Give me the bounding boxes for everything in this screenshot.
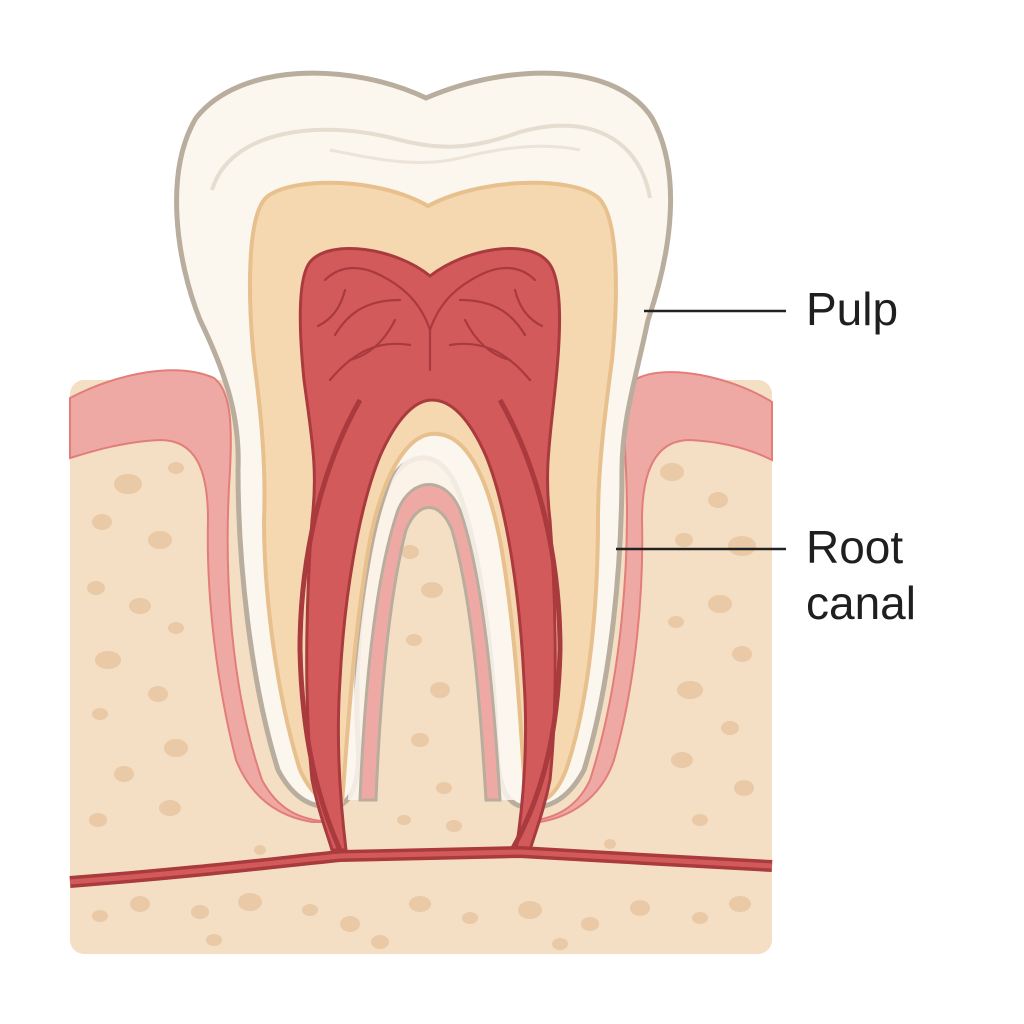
bone-pore — [411, 733, 429, 747]
bone-pore — [254, 845, 266, 855]
root-canal-left — [297, 398, 363, 852]
tooth — [174, 70, 674, 852]
bone-pore — [728, 536, 756, 556]
bone-pore — [436, 782, 452, 794]
root-canal-right — [497, 398, 563, 852]
bone-pore — [421, 582, 443, 598]
bone-pore — [168, 462, 184, 474]
root-fork-gum — [358, 483, 502, 802]
bone-pore — [732, 646, 752, 662]
bone-pore — [660, 463, 684, 481]
pulp-vessels — [316, 267, 544, 382]
bone-pore — [340, 916, 360, 932]
enamel-highlight-2 — [329, 144, 581, 165]
bone-pore — [668, 616, 684, 628]
root-canal-label-line1: Root — [806, 521, 904, 573]
bone-pore — [446, 820, 462, 832]
bone-pore — [148, 531, 172, 549]
bone-pore — [95, 651, 121, 669]
bone-pore — [164, 739, 188, 757]
bone-pore — [604, 839, 616, 849]
bone-pore — [114, 766, 134, 782]
bone-pore — [675, 533, 693, 547]
bone-pore — [159, 800, 181, 816]
pulp-label: Pulp — [806, 283, 899, 335]
jaw-vessel-highlight — [69, 849, 773, 885]
bone-pore — [581, 917, 599, 931]
root-canal-label-line2: canal — [806, 577, 916, 629]
bone-pore — [168, 622, 184, 634]
bone-pore — [552, 938, 568, 950]
bone-pore — [409, 896, 431, 912]
bone-pore — [729, 896, 751, 912]
bone-pore — [371, 935, 389, 949]
bone-pore — [721, 721, 739, 735]
bone-pore — [87, 581, 105, 595]
bone-pore — [518, 901, 542, 919]
bone-pore — [708, 492, 728, 508]
bone-pore — [92, 708, 108, 720]
bone-pores — [87, 462, 756, 950]
bone-pore — [89, 813, 107, 827]
pulp-chamber — [298, 247, 562, 852]
bone-pore — [630, 900, 650, 916]
bone-pore — [406, 634, 422, 646]
bone-pore — [129, 598, 151, 614]
bone-pore — [401, 545, 419, 559]
bone-pore — [92, 514, 112, 530]
bone-pore — [130, 896, 150, 912]
bone-pore — [148, 686, 168, 702]
bone-pore — [671, 752, 693, 768]
bone-pore — [191, 905, 209, 919]
bone-pore — [430, 682, 450, 698]
bone-pore — [708, 595, 732, 613]
bone-pore — [462, 912, 478, 924]
bone-pore — [302, 904, 318, 916]
bone-pore — [238, 893, 262, 911]
bone-pore — [734, 780, 754, 796]
bone-pore — [677, 681, 703, 699]
bone-pore — [692, 912, 708, 924]
bone-pore — [114, 474, 142, 494]
enamel-highlight — [210, 123, 652, 199]
bone-pore — [92, 910, 108, 922]
bone-pore — [206, 934, 222, 946]
bone-pore — [692, 814, 708, 826]
bone-pore — [397, 815, 411, 825]
